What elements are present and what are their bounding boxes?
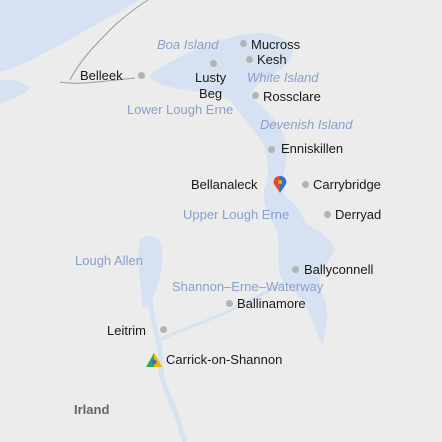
multicolor-location-marker-icon[interactable] [272,175,288,193]
town-label-enniskillen[interactable]: Enniskillen [281,141,344,156]
lough-allen-water [138,235,163,308]
ballyconnell-dot [292,266,299,273]
town-label-lusty[interactable]: Lusty [195,70,227,85]
shannon-river [147,299,188,442]
town-label-belleek[interactable]: Belleek [80,68,123,83]
border-line-2 [59,77,136,84]
kesh-dot [246,56,253,63]
sea-inlet [0,79,30,104]
town-label-rossclare[interactable]: Rossclare [263,89,321,104]
town-label-carrybridge[interactable]: Carrybridge [313,177,381,192]
shannon-erne-link [159,276,296,342]
town-label-mucross[interactable]: Mucross [251,37,301,52]
rossclare-dot [252,92,259,99]
water-label-white-island: White Island [247,70,319,85]
town-label-ballinamore[interactable]: Ballinamore [237,296,306,311]
lower-lough-erne-water [150,32,335,346]
town-label-kesh[interactable]: Kesh [257,52,287,67]
ballinamore-dot [226,300,233,307]
belleek-dot [138,72,145,79]
derryad-dot [324,211,331,218]
carrybridge-dot [302,181,309,188]
water-label-shannon-erne-waterway: Shannon–Erne–Waterway [172,279,324,294]
country-label: Irland [74,402,110,417]
multicolor-location-marker-icon[interactable] [146,353,162,367]
water-label-lough-allen: Lough Allen [75,253,143,268]
town-label-beg[interactable]: Beg [199,86,223,101]
town-label-derryad[interactable]: Derryad [335,207,382,222]
water-label-devenish-island: Devenish Island [260,117,353,132]
sea-area [0,0,140,72]
town-label-bellanaleck[interactable]: Bellanaleck [191,177,258,192]
lusty-beg-dot [210,60,217,67]
water-label-upper-lough-erne: Upper Lough Erne [183,207,290,222]
leitrim-dot [160,326,167,333]
border-line [69,0,149,81]
water-label-lower-lough-erne: Lower Lough Erne [127,102,234,117]
mucross-dot [240,40,247,47]
town-label-ballyconnell[interactable]: Ballyconnell [304,262,374,277]
town-label-leitrim[interactable]: Leitrim [107,323,147,338]
enniskillen-dot [268,146,275,153]
water-label-boa-island: Boa Island [157,37,219,52]
town-label-carrick-on-shannon[interactable]: Carrick-on-Shannon [166,352,283,367]
